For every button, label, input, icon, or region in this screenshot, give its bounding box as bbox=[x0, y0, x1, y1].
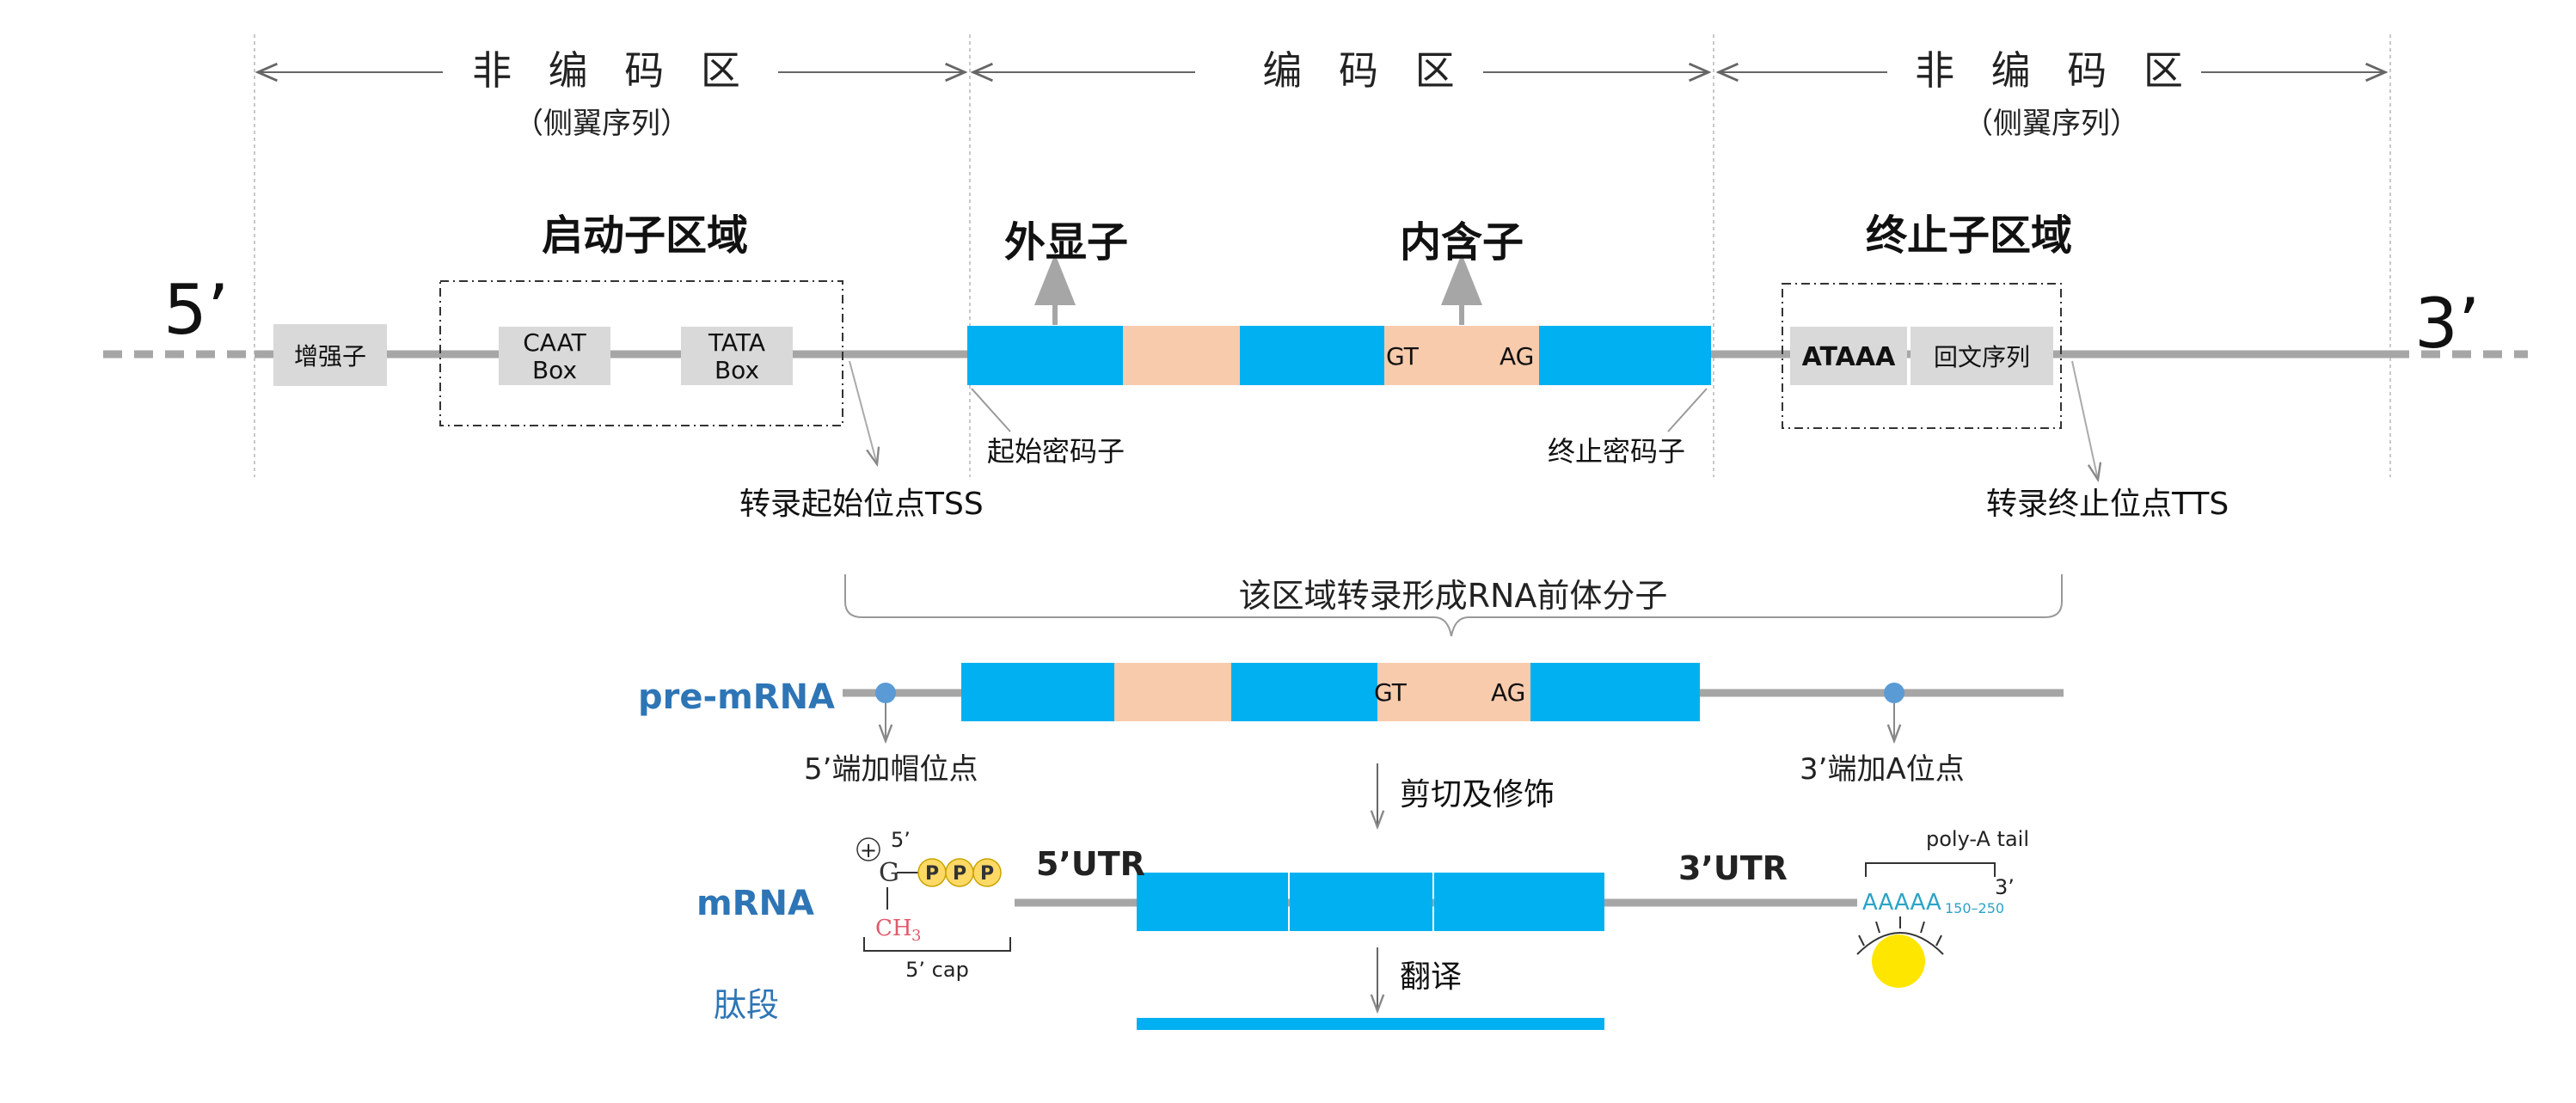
coding-title: 编 码 区 bbox=[1262, 47, 1466, 94]
cap-site-label: 5’端加帽位点 bbox=[804, 752, 978, 787]
dna-ag-label: AG bbox=[1500, 342, 1534, 371]
peptide-label: 肽段 bbox=[714, 986, 779, 1024]
dna-gt-label: GT bbox=[1386, 342, 1420, 371]
left-noncoding-title: 非 编 码 区 bbox=[472, 47, 752, 94]
enhancer-label: 增强子 bbox=[294, 342, 366, 371]
caat-box-label-1: CAAT bbox=[523, 328, 586, 357]
start-codon-pointer bbox=[971, 388, 1011, 432]
mrna-exon bbox=[1137, 873, 1288, 931]
pre-mrna-label: pre-mRNA bbox=[638, 677, 835, 717]
translation-label: 翻译 bbox=[1400, 959, 1462, 995]
pre-mrna-blocks bbox=[961, 663, 1700, 721]
polya-seq: AAAAA bbox=[1862, 890, 1941, 916]
tata-box bbox=[681, 327, 793, 385]
polya-3prime: 3’ bbox=[1995, 875, 2015, 899]
right-noncoding-title: 非 编 码 区 bbox=[1915, 47, 2195, 94]
pre-mrna-intron bbox=[1377, 663, 1530, 721]
terminator-region-frame bbox=[1782, 283, 2062, 429]
cap-ch3-subscript: 3 bbox=[911, 927, 921, 945]
polya-label: poly-A tail bbox=[1926, 827, 2029, 851]
pabp-arc bbox=[1856, 932, 1944, 955]
cap-phosphate-label: P bbox=[980, 863, 994, 885]
exon-block bbox=[967, 326, 1123, 385]
pre-mrna-intron bbox=[1114, 663, 1231, 721]
dna-5prime-label: 5’ bbox=[163, 270, 229, 350]
mrna-exon bbox=[1290, 873, 1432, 931]
tss-pointer bbox=[849, 360, 877, 464]
stop-codon-label: 终止密码子 bbox=[1548, 435, 1685, 468]
utr5-label: 5’UTR bbox=[1036, 845, 1145, 883]
transcription-brace bbox=[844, 574, 2063, 637]
exon-block bbox=[1539, 326, 1711, 385]
dna-3prime-label: 3’ bbox=[2414, 284, 2480, 364]
polya-site-dot bbox=[1884, 683, 1904, 703]
pre-mrna-exon bbox=[1530, 663, 1700, 721]
processing-label: 剪切及修饰 bbox=[1400, 777, 1555, 812]
mrna-label: mRNA bbox=[696, 884, 814, 923]
enhancer-box bbox=[273, 324, 387, 386]
pre-mrna-gt-label: GT bbox=[1374, 678, 1408, 707]
tss-label: 转录起始位点TSS bbox=[739, 487, 984, 522]
left-flank-label: （侧翼序列） bbox=[514, 107, 690, 141]
intron-label: 内含子 bbox=[1400, 218, 1524, 267]
start-codon-label: 起始密码子 bbox=[987, 435, 1125, 468]
polya-site-label: 3’端加A位点 bbox=[1800, 752, 1965, 787]
cap-site-dot bbox=[875, 683, 896, 703]
pre-mrna-ag-label: AG bbox=[1491, 678, 1525, 707]
cap-plus-circle bbox=[856, 837, 880, 861]
exon-block bbox=[1240, 326, 1384, 385]
poly-a-tail: poly-A tail AAAAA 150–250 3’ bbox=[1856, 827, 2029, 988]
mrna-exon bbox=[1434, 873, 1604, 931]
promoter-region-title: 启动子区域 bbox=[542, 211, 748, 260]
five-prime-cap: + 5’ G P P P CH 3 5’ cap bbox=[856, 828, 1011, 982]
tts-pointer bbox=[2071, 360, 2098, 480]
cap-5prime: 5’ bbox=[891, 828, 911, 852]
right-flank-label: （侧翼序列） bbox=[1964, 107, 2139, 141]
peptide-bar bbox=[1137, 1018, 1604, 1030]
mrna-coding-blocks bbox=[1137, 873, 1604, 931]
cap-phosphate bbox=[972, 858, 1002, 887]
exon-label: 外显子 bbox=[1004, 218, 1128, 267]
tts-label: 转录终止位点TTS bbox=[1986, 487, 2229, 522]
pre-mrna-exon bbox=[961, 663, 1114, 721]
palindrome-label: 回文序列 bbox=[1934, 343, 2030, 371]
utr3-label: 3’UTR bbox=[1678, 849, 1788, 887]
pabp-protein bbox=[1872, 934, 1925, 988]
tata-box-label-2: Box bbox=[715, 356, 759, 384]
cap-ch3: CH bbox=[875, 916, 912, 941]
caat-box bbox=[499, 327, 610, 385]
palindrome-box bbox=[1911, 327, 2053, 385]
tata-box-label-1: TATA bbox=[708, 328, 765, 357]
region-dividers bbox=[254, 34, 2391, 477]
terminator-region-title: 终止子区域 bbox=[1866, 211, 2072, 260]
cap-g: G bbox=[879, 858, 899, 888]
transcription-brace-label: 该区域转录形成RNA前体分子 bbox=[1239, 577, 1668, 615]
polya-range: 150–250 bbox=[1945, 900, 2004, 916]
cap-phosphate-label: P bbox=[953, 863, 966, 885]
cap-phosphate-label: P bbox=[925, 863, 939, 885]
promoter-region-frame bbox=[439, 280, 843, 426]
caat-box-label-2: Box bbox=[532, 356, 577, 384]
ataaa-box bbox=[1790, 327, 1907, 385]
intron-block bbox=[1123, 326, 1240, 385]
pre-mrna-exon bbox=[1231, 663, 1377, 721]
gene-coding-blocks bbox=[967, 326, 1711, 385]
stop-codon-pointer bbox=[1667, 388, 1708, 432]
intron-block bbox=[1384, 326, 1539, 385]
cap-label: 5’ cap bbox=[905, 958, 969, 982]
ataaa-label: ATAAA bbox=[1802, 342, 1896, 372]
cap-plus-sign: + bbox=[860, 838, 877, 862]
